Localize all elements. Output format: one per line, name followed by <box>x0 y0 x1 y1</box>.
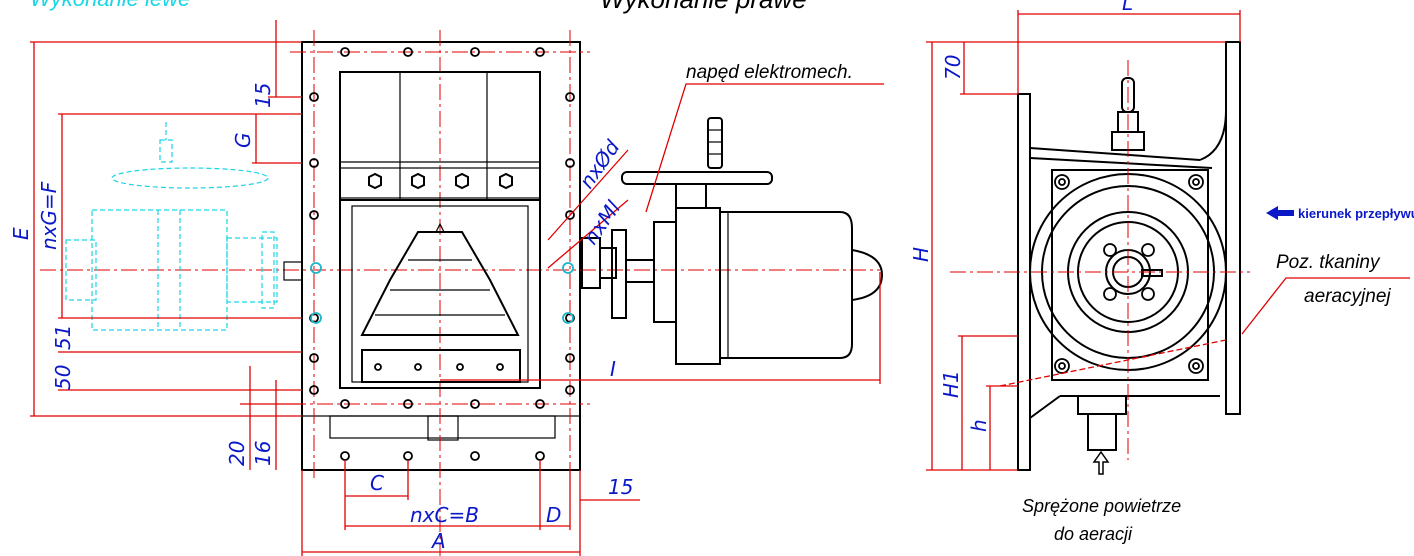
dim-15-top: 15 <box>251 83 275 108</box>
air-inlet-arrow-icon <box>1092 450 1110 475</box>
dim-nxC-B: nxC=B <box>410 503 479 527</box>
dim-70: 70 <box>941 55 965 80</box>
dim-51: 51 <box>51 325 75 350</box>
left-version-phantom-drive <box>65 122 303 331</box>
dim-nxMl: nxMl <box>578 196 625 249</box>
flange-bolts <box>309 47 575 461</box>
side-view-dimensions <box>926 10 1410 471</box>
dim-50: 50 <box>51 365 75 390</box>
dim-G: G <box>231 133 255 149</box>
dim-nxG-F: nxG=F <box>37 181 61 250</box>
dim-C: C <box>370 471 384 495</box>
label-air-line1: Sprężone powietrze <box>1022 496 1181 516</box>
dim-nxd: nxØd <box>574 135 624 192</box>
dim-20: 20 <box>225 441 249 466</box>
title-right-version: Wykonanie prawe <box>600 0 807 14</box>
dim-16: 16 <box>251 441 275 466</box>
cover-nuts <box>368 172 513 190</box>
dim-15-bottom: 15 <box>608 475 633 499</box>
front-view <box>40 30 880 556</box>
title-left-version: Wykonanie lewe <box>30 0 190 11</box>
label-drive: napęd elektromech. <box>686 62 853 83</box>
dim-E: E <box>9 227 33 240</box>
dim-D: D <box>546 503 561 527</box>
dim-A: A <box>430 529 446 553</box>
dim-h: h <box>967 419 991 432</box>
label-fabric-line1: Poz. tkaniny <box>1276 252 1381 273</box>
electromechanical-drive <box>581 117 884 365</box>
label-fabric-line2: aeracyjnej <box>1304 286 1391 307</box>
dim-L: L <box>1122 0 1133 15</box>
flow-direction-arrow-icon <box>1266 206 1294 220</box>
front-view-dimensions <box>30 20 884 556</box>
label-air-line2: do aeracji <box>1054 524 1133 544</box>
dim-H1: H1 <box>939 370 963 398</box>
dim-I: I <box>610 357 616 381</box>
side-view <box>950 41 1250 471</box>
dim-H: H <box>909 247 933 262</box>
label-flow-direction: kierunek przepływu <box>1298 206 1414 221</box>
